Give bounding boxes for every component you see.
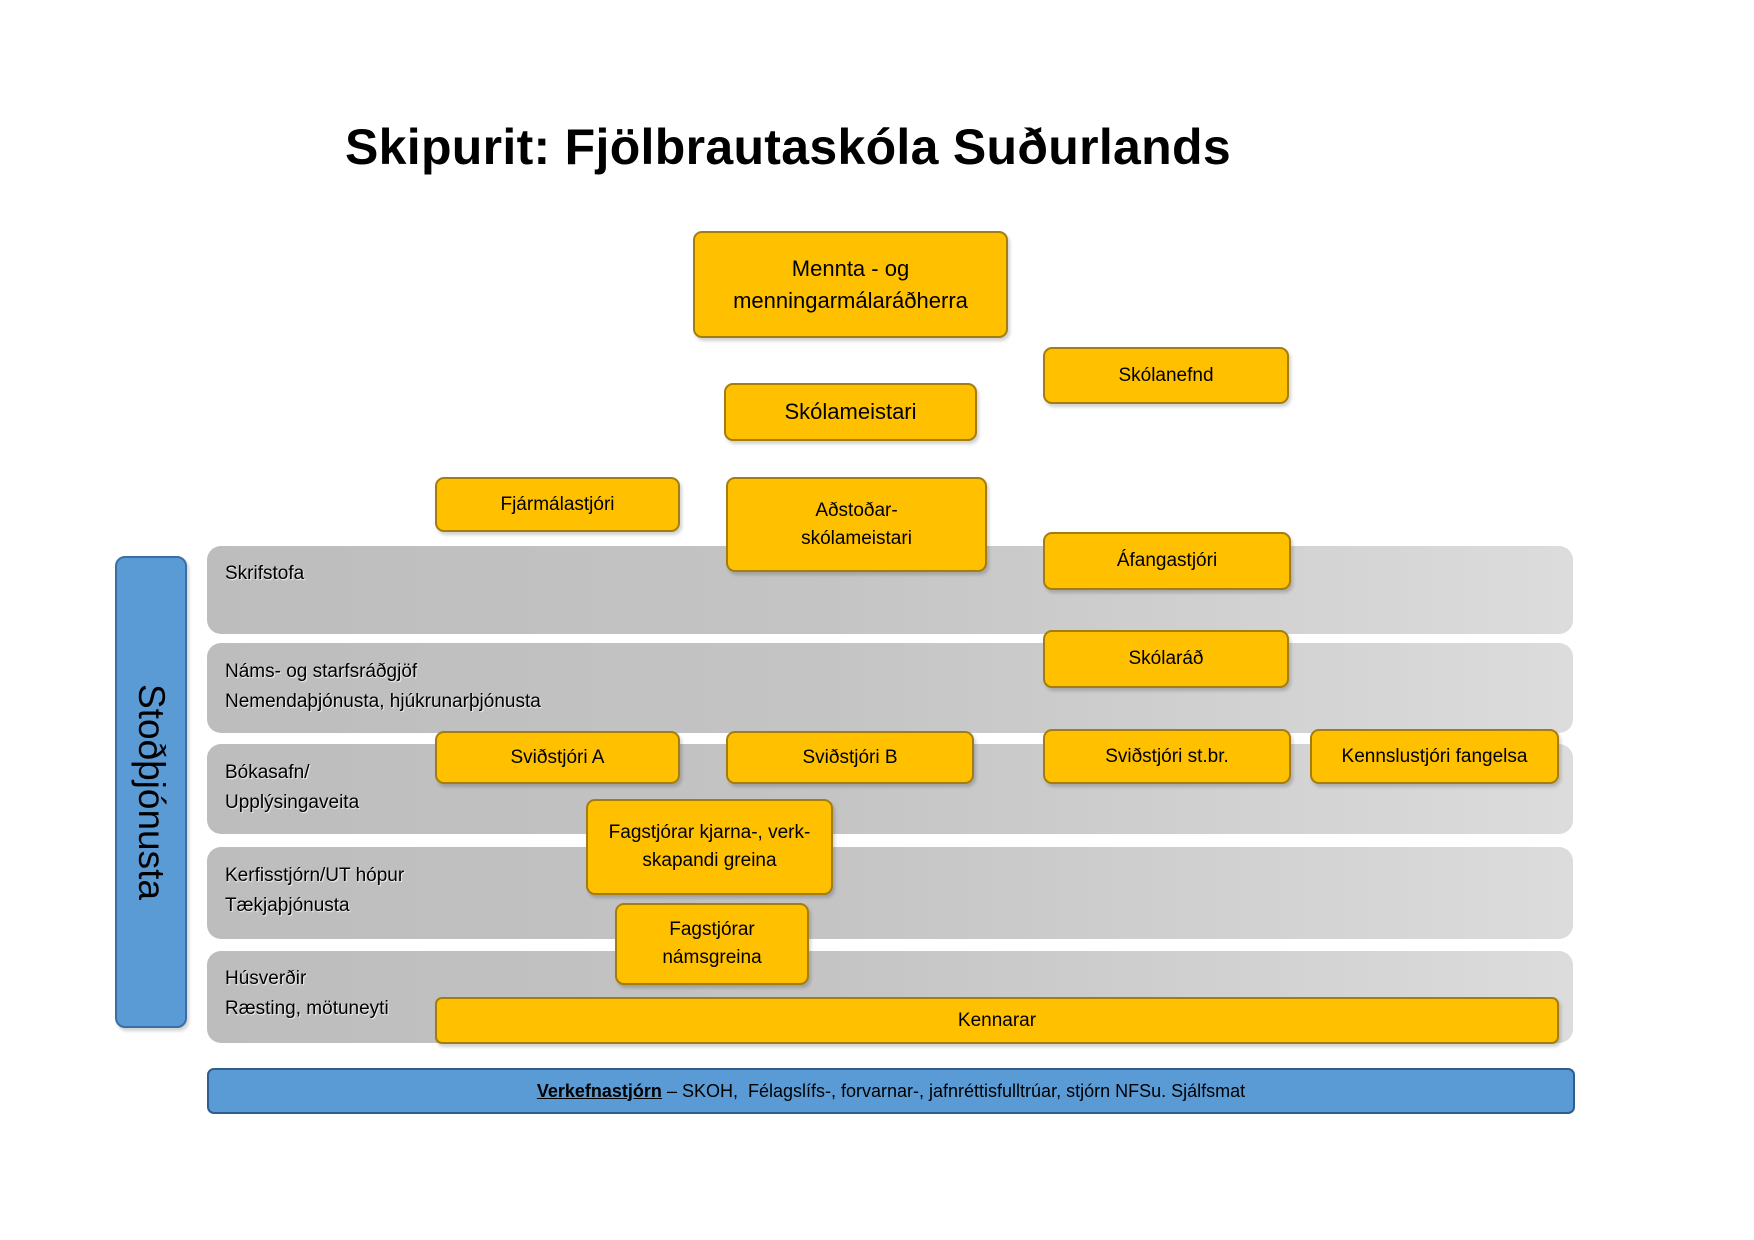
support-services-sidebar: Stoðþjónusta (115, 556, 187, 1028)
box-line: Mennta - og (791, 255, 910, 281)
band-label: Nemendaþjónusta, hjúkrunarþjónusta (225, 691, 541, 712)
box-line: Kennslustjóri fangelsa (1341, 745, 1528, 767)
footer-strong: Verkefnastjórn (536, 1080, 662, 1101)
box-teachers: Kennarar (435, 997, 1559, 1044)
band-label: Upplýsingaveita (225, 792, 360, 813)
band-counseling: Náms- og starfsráðgjöf Nemendaþjónusta, … (207, 643, 1573, 733)
band-label: Ræsting, mötuneyti (225, 998, 389, 1019)
footer-text: – SKOH, Félagslífs-, forvarnar-, jafnrét… (661, 1080, 1246, 1101)
box-line: Áfangastjóri (1116, 550, 1218, 571)
box-line: Sviðstjóri A (510, 746, 605, 768)
box-deputy-headmaster: Aðstoðar- skólameistari (726, 477, 987, 572)
band-label: Húsverðir (225, 968, 307, 989)
box-line: Fjármálastjóri (500, 493, 615, 515)
band-label: Bókasafn/ (225, 762, 310, 783)
box-line: skapandi greina (642, 850, 777, 871)
box-prison-teaching-director: Kennslustjóri fangelsa (1310, 729, 1559, 784)
box-minister: Mennta - og menningarmálaráðherra (693, 231, 1008, 338)
box-finance-director: Fjármálastjóri (435, 477, 680, 532)
project-management-bar: Verkefnastjórn – SKOH, Félagslífs-, forv… (207, 1068, 1575, 1114)
box-line: námsgreina (662, 947, 762, 968)
band-label: Náms- og starfsráðgjöf (225, 661, 418, 682)
box-line: menningarmálaráðherra (733, 287, 968, 313)
band-label: Tækjaþjónusta (225, 895, 350, 916)
box-line: Skólanefnd (1118, 364, 1214, 386)
box-line: Fagstjórar (669, 919, 755, 940)
box-line: Skólaráð (1128, 648, 1204, 669)
box-line: Sviðstjóri B (802, 746, 898, 768)
band-label: Kerfisstjórn/UT hópur (225, 865, 405, 886)
box-core-subject-heads: Fagstjórar kjarna-, verk- skapandi grein… (586, 799, 833, 895)
sidebar-label: Stoðþjónusta (131, 683, 172, 901)
box-line: skólameistari (801, 527, 912, 549)
band-label: Skrifstofa (225, 563, 305, 584)
box-line: Fagstjórar kjarna-, verk- (608, 822, 811, 843)
box-subject-heads: Fagstjórar námsgreina (615, 903, 809, 985)
box-line: Aðstoðar- (815, 499, 898, 521)
box-headmaster: Skólameistari (724, 383, 977, 441)
box-school-council: Skólaráð (1043, 630, 1289, 688)
box-line: Sviðstjóri st.br. (1105, 745, 1229, 767)
box-school-board: Skólanefnd (1043, 347, 1289, 404)
box-line: Skólameistari (784, 399, 917, 424)
box-division-head-a: Sviðstjóri A (435, 731, 680, 784)
page-title: Skipurit: Fjölbrautaskóla Suðurlands (345, 119, 1231, 175)
box-division-head-b: Sviðstjóri B (726, 731, 974, 784)
box-division-head-stbr: Sviðstjóri st.br. (1043, 729, 1291, 784)
box-course-director: Áfangastjóri (1043, 532, 1291, 590)
band-it: Kerfisstjórn/UT hópur Tækjaþjónusta (207, 847, 1573, 939)
box-line: Kennarar (957, 1009, 1037, 1031)
